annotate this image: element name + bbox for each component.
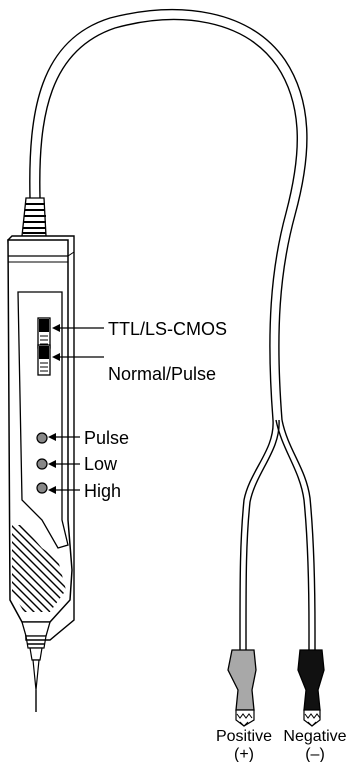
positive-clip-sign: (+) <box>234 746 254 762</box>
probe-tip <box>26 636 46 712</box>
led-high <box>37 483 47 493</box>
negative-clip <box>298 630 324 726</box>
negative-clip-label: Negative <box>283 728 346 745</box>
positive-clip-label: Positive <box>216 728 272 745</box>
probe-body <box>0 236 80 674</box>
strain-relief <box>22 198 46 236</box>
negative-clip-sign: (–) <box>305 746 325 762</box>
positive-clip <box>228 630 256 726</box>
label-pulse: Pulse <box>84 428 129 448</box>
label-low: Low <box>84 454 118 474</box>
label-high: High <box>84 481 121 501</box>
label-ttl-ls-cmos: TTL/LS-CMOS <box>108 319 227 339</box>
led-pulse <box>37 433 47 443</box>
switch-ttl-ls-cmos[interactable] <box>38 318 50 348</box>
led-low <box>37 459 47 469</box>
cable-split <box>240 420 315 630</box>
switch-normal-pulse-final[interactable] <box>38 345 50 375</box>
label-normal-pulse: Normal/Pulse <box>108 364 216 384</box>
